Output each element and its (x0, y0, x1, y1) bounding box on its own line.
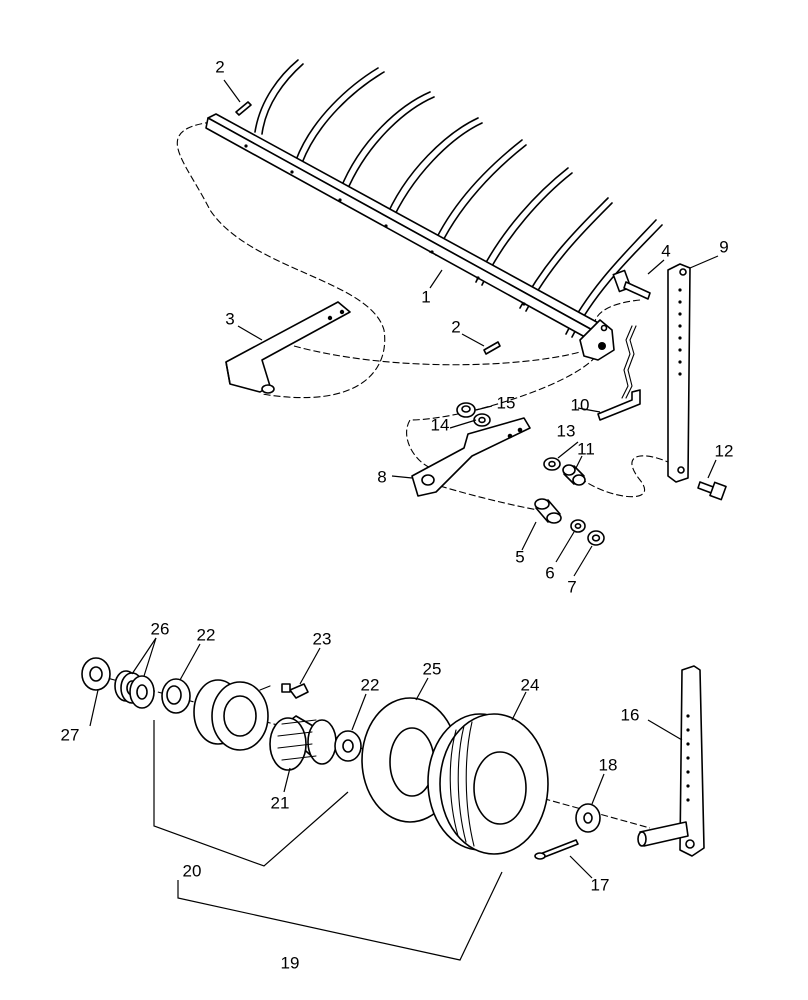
callout-8: 8 (377, 467, 386, 486)
mount-plate (411, 417, 531, 497)
hook-rod (597, 389, 641, 421)
callout-15: 15 (497, 393, 516, 412)
callout-11: 11 (577, 439, 595, 458)
callout-2-middle: 2 (451, 317, 460, 336)
callout-19: 19 (281, 953, 300, 972)
grease-fitting-23 (281, 683, 309, 699)
bar-end-plate (579, 319, 615, 361)
rake-tines (254, 59, 663, 338)
roller-bearing-21 (269, 715, 337, 771)
callout-13: 13 (557, 421, 576, 440)
callout-22-left: 22 (197, 625, 216, 644)
adjustment-bar-9 (667, 263, 691, 483)
seal-22-left (161, 678, 191, 714)
callout-7: 7 (567, 577, 576, 596)
bolt-4 (612, 269, 651, 300)
bolt-12 (697, 481, 727, 501)
callout-1: 1 (421, 287, 430, 306)
spacer-5 (534, 498, 562, 524)
callout-16: 16 (621, 705, 640, 724)
tire-24 (427, 713, 549, 855)
callout-2-top: 2 (215, 57, 224, 76)
assembly-path-line (439, 485, 539, 511)
spacer-11 (562, 464, 586, 486)
nut-7 (587, 530, 605, 546)
leader-lines (89, 79, 719, 961)
callout-10: 10 (571, 395, 590, 414)
washer-6 (570, 519, 586, 533)
callout-20: 20 (183, 861, 202, 880)
callout-18: 18 (599, 755, 618, 774)
assembly-path-line (406, 299, 641, 471)
callout-24: 24 (521, 675, 540, 694)
callout-9: 9 (719, 237, 728, 256)
assembly-path-line (293, 345, 581, 366)
callout-3: 3 (225, 309, 234, 328)
callout-25: 25 (423, 659, 442, 678)
cotter-pin-17 (534, 839, 579, 860)
callout-27: 27 (61, 725, 80, 744)
washer-18 (575, 803, 601, 833)
bracket-arm (225, 301, 351, 394)
nut-15 (456, 402, 476, 418)
callout-labels: 1 2 2 3 4 5 6 7 8 9 10 11 12 13 14 15 16… (61, 57, 734, 972)
assembly-path-line (176, 121, 386, 399)
callout-12: 12 (715, 441, 734, 460)
callout-21: 21 (271, 793, 290, 812)
wheel-arm-16 (637, 665, 705, 857)
chain (621, 325, 637, 399)
cotter-pin-top (235, 101, 252, 116)
cotter-pin-middle (483, 341, 501, 355)
callout-4: 4 (661, 241, 670, 260)
callout-6: 6 (545, 563, 554, 582)
tool-bar (205, 113, 605, 343)
washer-14 (473, 413, 491, 427)
callout-17: 17 (591, 875, 610, 894)
assembly-path-line (579, 455, 669, 498)
rim-half (193, 679, 271, 751)
callout-22-right: 22 (361, 675, 380, 694)
callout-14: 14 (431, 415, 450, 434)
washer-27 (81, 657, 111, 691)
callout-23: 23 (313, 629, 332, 648)
washer-13 (543, 457, 561, 471)
seal-22-right (334, 730, 362, 762)
callout-5: 5 (515, 547, 524, 566)
bearing-cone-26b (129, 675, 155, 709)
callout-26: 26 (151, 619, 170, 638)
